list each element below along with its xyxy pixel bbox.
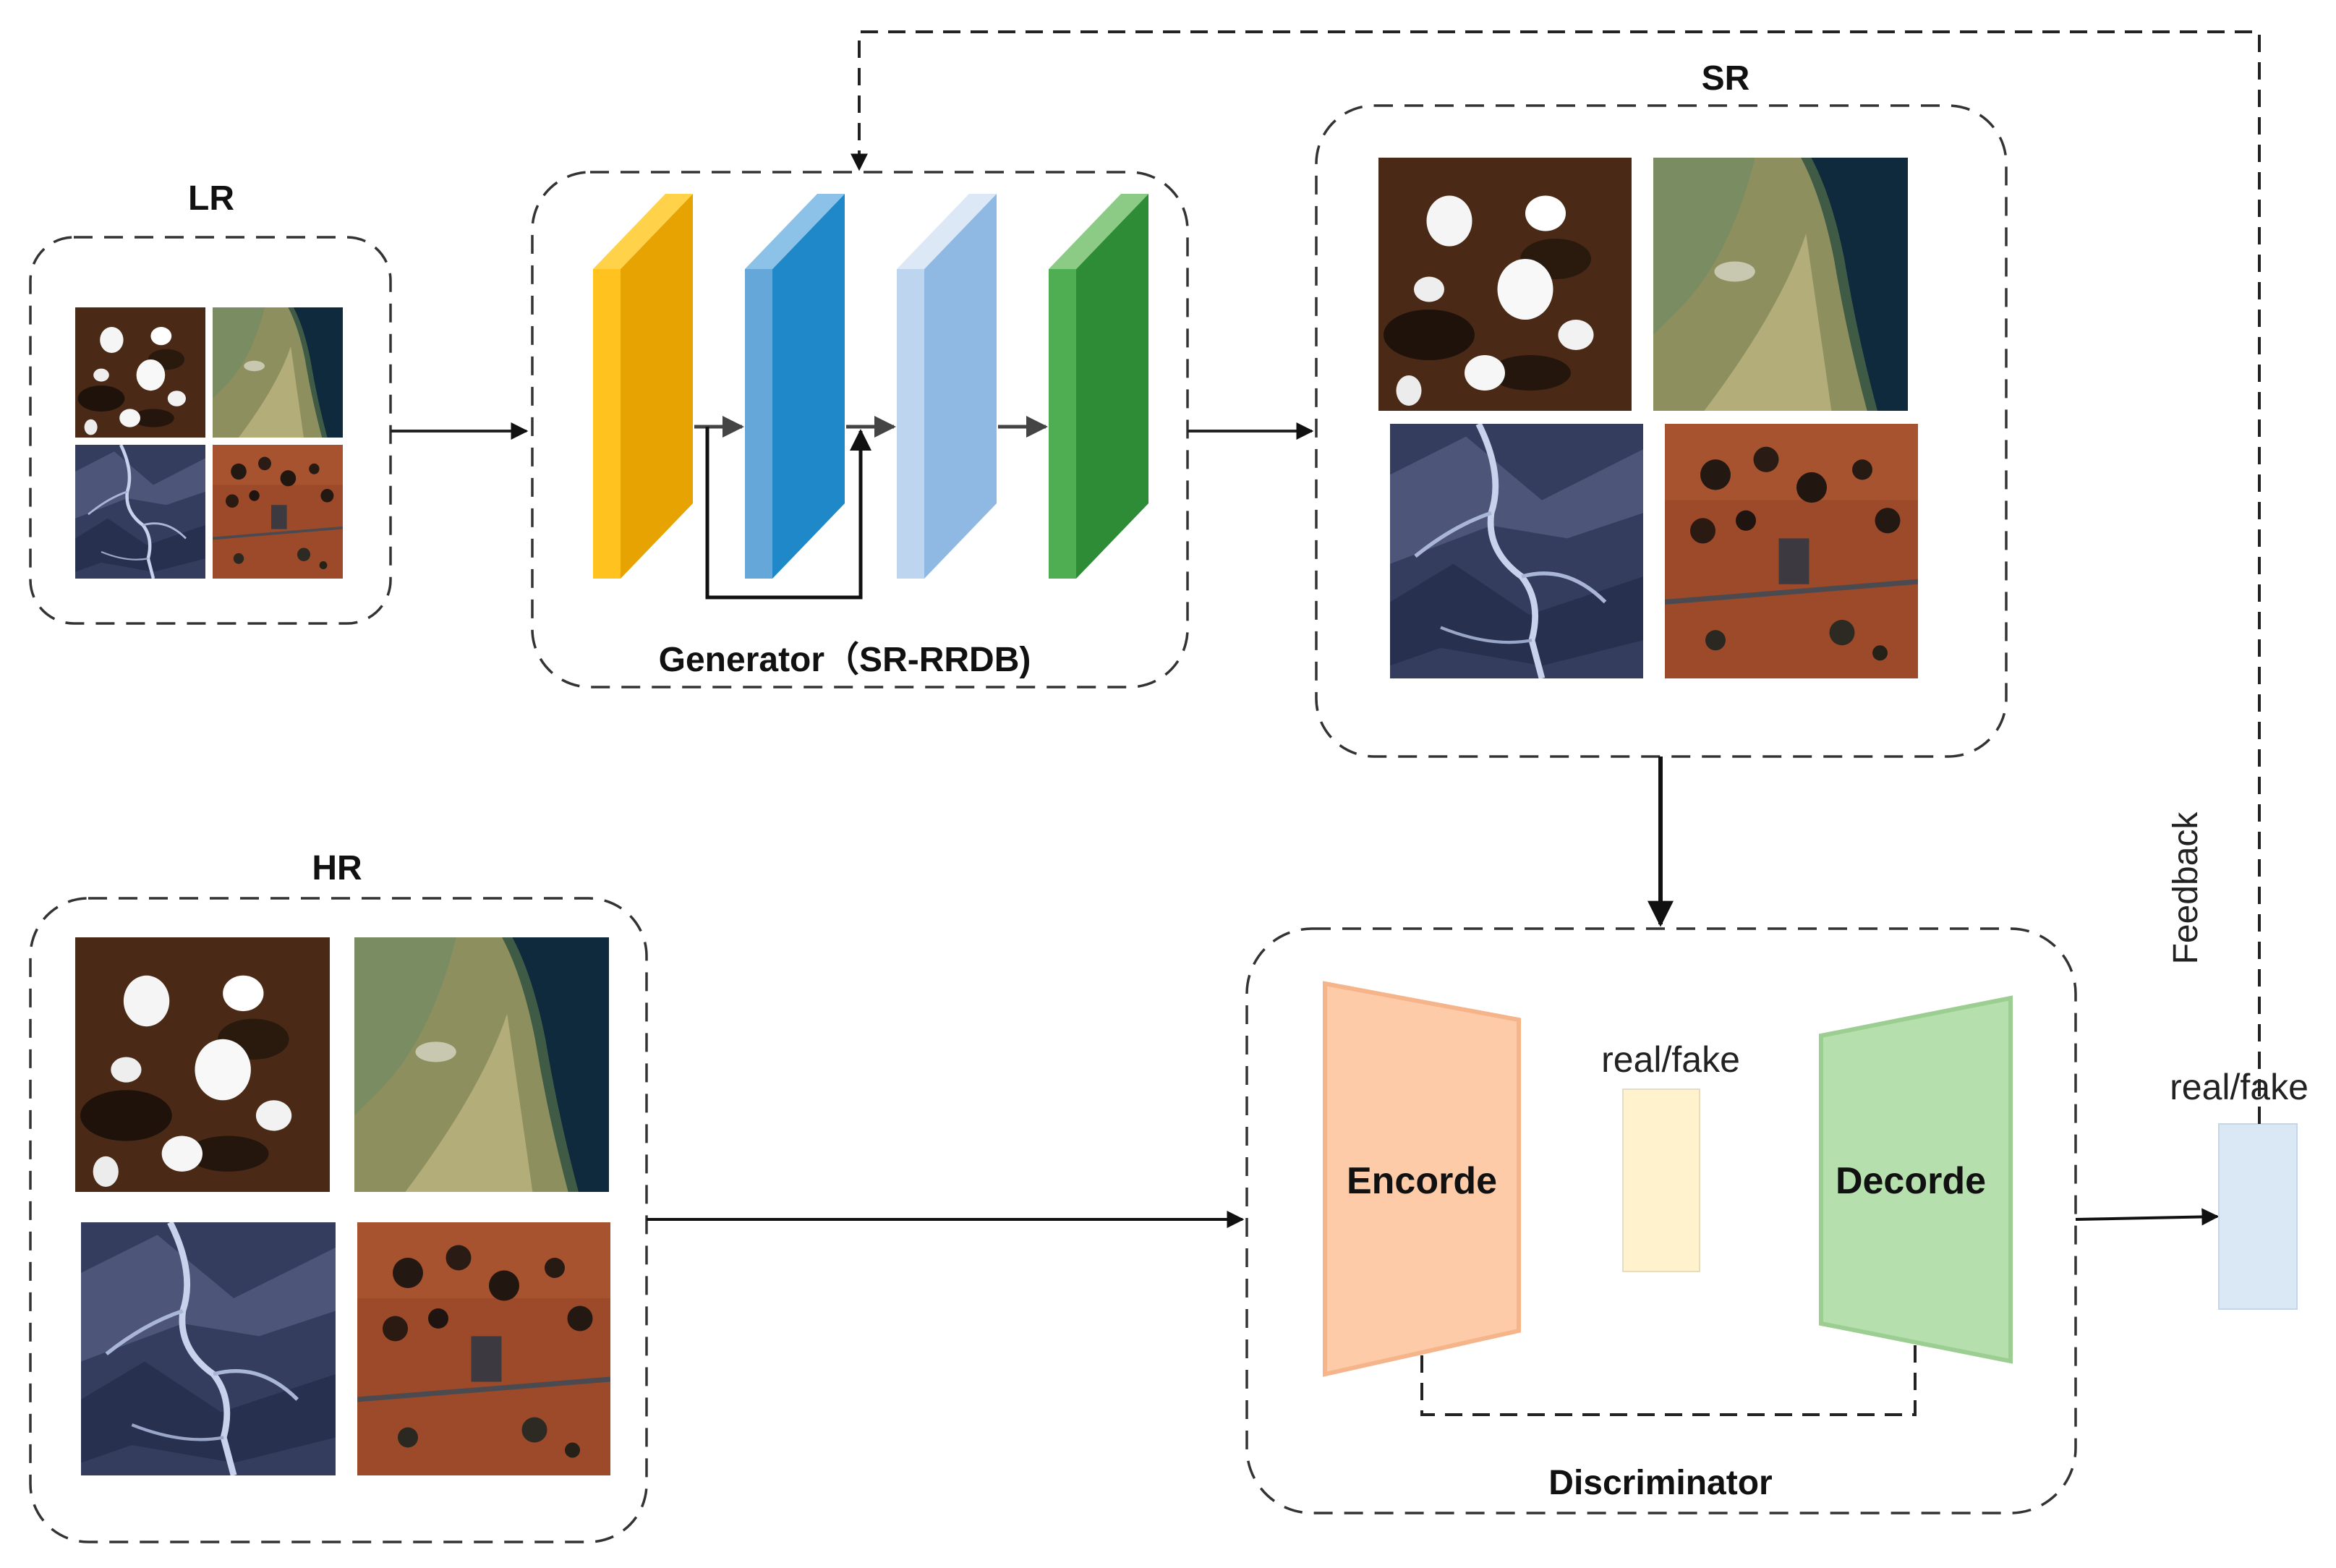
discriminator-box <box>1245 927 2077 1514</box>
generator-group: Generator（SR-RRDB) <box>531 171 1189 689</box>
feedback-arrow <box>851 30 2261 1124</box>
arrow-discriminator-to-output <box>2075 1208 2220 1226</box>
sr-tile-coast <box>1653 158 1908 411</box>
feedback-label: Feedback <box>2167 811 2205 965</box>
hr-tile-mountain <box>81 1222 336 1475</box>
lr-label: LR <box>188 179 234 218</box>
discriminator-label: Discriminator <box>1548 1464 1772 1502</box>
decoder-block <box>1819 995 2013 1364</box>
lr-group: LR <box>29 179 392 625</box>
hr-tile-coast <box>354 937 609 1192</box>
hr-tile-clouds <box>75 937 330 1192</box>
sr-box <box>1315 104 2008 758</box>
sr-tile-farmland <box>1665 424 1918 678</box>
lr-tile-coast <box>213 307 343 438</box>
sr-group: SR <box>1315 59 2008 758</box>
hr-tile-farmland <box>357 1222 610 1475</box>
skip-connection-dashed <box>1420 1338 1917 1416</box>
skip-connection-arrow <box>705 427 871 600</box>
sr-label: SR <box>1702 59 1750 98</box>
generator-layer-2 <box>745 194 845 579</box>
generator-layer-3 <box>897 194 997 579</box>
generator-layer-4 <box>1049 194 1148 579</box>
latent-block <box>1622 1088 1700 1272</box>
generator-label: Generator（SR-RRDB) <box>659 641 1031 679</box>
encoder-block <box>1323 981 1521 1377</box>
output-label: real/fake <box>2170 1067 2309 1107</box>
sr-tile-mountain <box>1390 424 1643 678</box>
hr-group: HR <box>29 849 648 1543</box>
latent-label: real/fake <box>1601 1039 1740 1080</box>
lr-tile-farmland <box>213 445 343 579</box>
encoder-label: Encorde <box>1347 1160 1497 1202</box>
hr-label: HR <box>312 849 362 887</box>
lr-tile-mountain <box>75 445 205 579</box>
lr-tile-clouds <box>75 307 205 438</box>
sr-tile-clouds <box>1378 158 1632 411</box>
generator-layer-1 <box>593 194 693 579</box>
output-block <box>2218 1123 2298 1310</box>
discriminator-group: Discriminator Encorde real/fake Decorde <box>1245 927 2077 1514</box>
decoder-label: Decorde <box>1836 1160 1986 1202</box>
